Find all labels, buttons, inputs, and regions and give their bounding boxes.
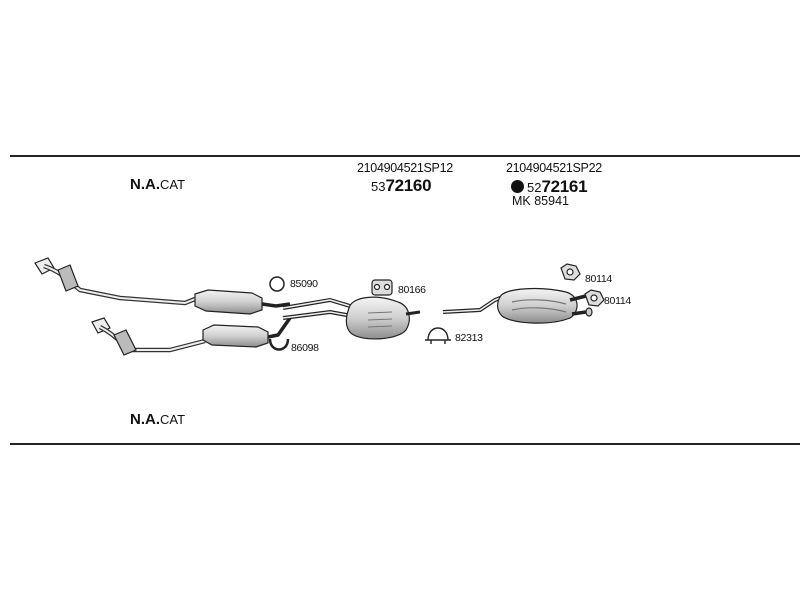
ring-clamp-icon <box>269 276 285 292</box>
ring-clamp-label: 85090 <box>290 278 318 290</box>
code-main: 72161 <box>541 177 588 196</box>
system-label-suffix: CAT <box>160 412 186 427</box>
system-label-suffix: CAT <box>160 177 186 192</box>
filled-circle-icon <box>511 180 524 193</box>
upper-front-pipe <box>34 257 196 306</box>
hanger-upper-icon <box>560 263 581 281</box>
code-prefix: 53 <box>371 179 386 194</box>
top-divider-line <box>10 155 800 157</box>
middle-muffler <box>345 296 421 340</box>
hanger-upper-right-label: 80114 <box>585 273 612 285</box>
center-pipes <box>282 297 353 320</box>
u-bolt-clamp-label: 82313 <box>455 332 483 344</box>
right-assembly-code: 5272161 <box>511 177 588 196</box>
upper-catalytic-converter <box>194 289 291 315</box>
rubber-hanger-icon <box>371 279 393 296</box>
bottom-divider-line <box>10 443 800 445</box>
rear-intermediate-pipe <box>442 294 506 314</box>
hanger-lower-right-label: 80114 <box>604 295 631 307</box>
hanger-lower-icon <box>584 289 605 307</box>
system-label-bold: N.A. <box>130 176 160 193</box>
rubber-hanger-mid-label: 80166 <box>398 284 426 296</box>
bottom-system-label: N.A.CAT <box>130 412 185 428</box>
mounting-kit-label: MK 85941 <box>512 194 569 208</box>
u-bracket-icon <box>268 338 290 351</box>
u-bolt-clamp-icon <box>425 327 451 344</box>
lower-front-pipe <box>91 317 206 356</box>
left-assembly-part-number: 2104904521SP12 <box>357 161 453 175</box>
code-main: 72160 <box>385 176 432 195</box>
lower-catalytic-converter <box>202 316 292 348</box>
u-bracket-label: 86098 <box>291 342 319 354</box>
right-assembly-part-number: 2104904521SP22 <box>506 161 602 175</box>
top-system-label: N.A.CAT <box>130 177 185 193</box>
rear-muffler <box>497 288 593 324</box>
system-label-bold: N.A. <box>130 411 160 428</box>
code-prefix: 52 <box>527 180 542 195</box>
left-assembly-code: 5372160 <box>371 176 432 195</box>
